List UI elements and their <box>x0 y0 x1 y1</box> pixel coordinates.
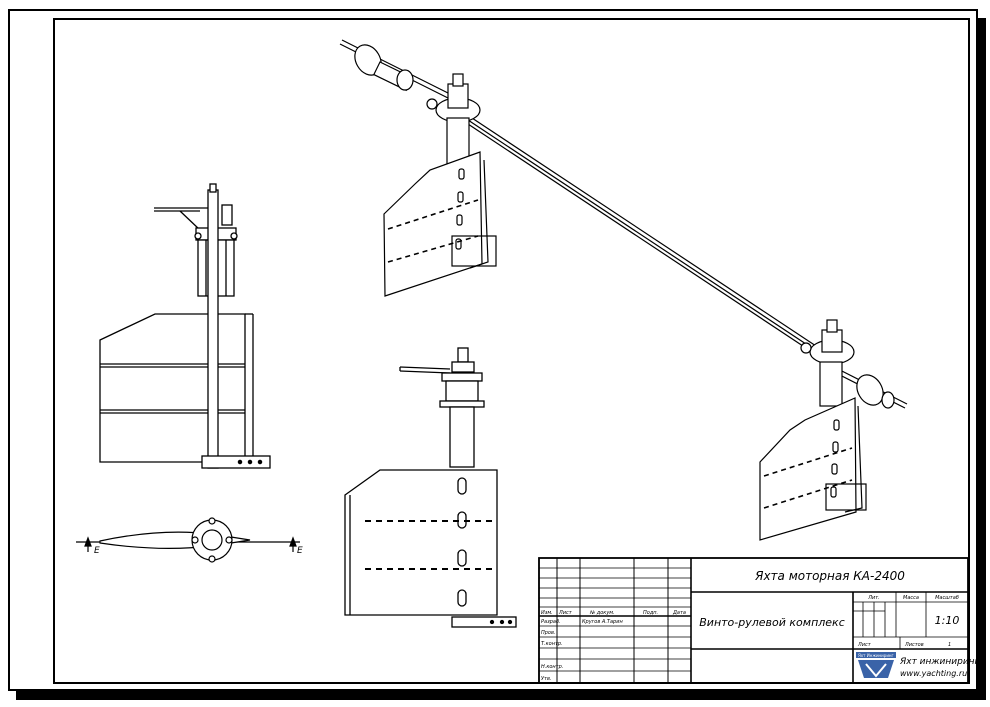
lit-label: Лит. <box>867 595 880 601</box>
logo-text: Яхт Инжиниринг <box>858 653 894 658</box>
row-izm: Изм. <box>541 610 553 616</box>
row-prov: Пров. <box>541 630 556 636</box>
section-mark-left: Е <box>94 546 100 556</box>
row-razrab-name: Кругов А.Тарин <box>582 619 623 625</box>
scale-value: 1:10 <box>935 614 960 627</box>
product-name: Яхта моторная КА-2400 <box>754 569 905 583</box>
row-sign: Подп. <box>643 610 658 616</box>
sheets-label: Листов <box>904 642 924 648</box>
drawing-name: Винто-рулевой комплекс <box>699 616 845 629</box>
company-name: Яхт инжиниринг <box>899 657 980 667</box>
scale-label: Масштаб <box>935 595 959 601</box>
side-elevation-view <box>99 183 271 469</box>
row-utv: Утв. <box>541 676 552 682</box>
title-block <box>538 557 969 684</box>
isometric-view <box>339 39 908 541</box>
row-n-kontr: Н.контр. <box>541 664 563 670</box>
row-t-kontr: Т.контр. <box>541 641 563 647</box>
row-date: Дата <box>672 610 686 616</box>
front-view <box>344 347 517 628</box>
inner-frame <box>53 18 970 684</box>
isometric-hidden-lines <box>387 199 853 509</box>
sheet-number: 1 <box>948 642 951 648</box>
mass-label: Масса <box>903 595 919 601</box>
company-logo <box>856 652 896 678</box>
row-razrab: Разраб. <box>541 619 561 625</box>
sheet-label: Лист <box>857 642 872 648</box>
row-doc: № докум. <box>589 610 615 616</box>
company-website: www.yachting.ru <box>900 669 967 678</box>
section-plan-view <box>76 517 300 563</box>
section-mark-right: Е <box>297 546 303 556</box>
row-list: Лист <box>558 610 573 616</box>
